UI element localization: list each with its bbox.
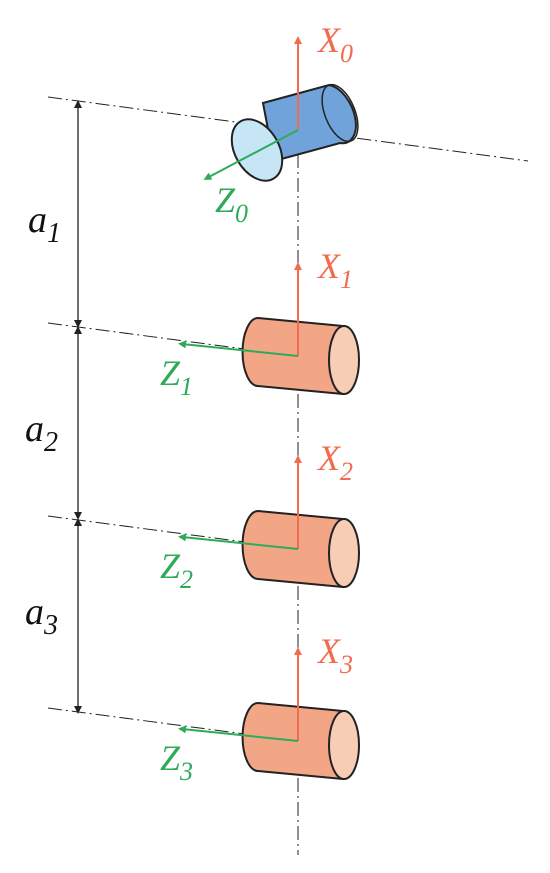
z0-label: Z0	[215, 180, 248, 228]
joint-2-cylinder	[241, 509, 360, 589]
joint-3-cylinder	[241, 701, 360, 781]
z3-axis-arrow	[178, 725, 299, 742]
z2-label: Z2	[160, 546, 193, 594]
dimension-label-a1: a1	[28, 199, 61, 249]
dimension-label-a2: a2	[25, 408, 58, 458]
z1-axis-arrow	[178, 340, 299, 357]
base-joint-cylinder	[230, 83, 359, 182]
x1-label: X1	[316, 246, 353, 294]
z1-label: Z1	[160, 353, 193, 401]
joint-1-cylinder	[241, 316, 360, 396]
x0-label: X0	[316, 20, 353, 68]
z2-axis-arrow	[178, 533, 299, 550]
x3-label: X3	[316, 631, 353, 679]
z0-axis-arrow	[203, 129, 299, 180]
dimension-label-a3: a3	[25, 591, 58, 641]
z3-label: Z3	[160, 738, 193, 786]
x2-label: X2	[316, 438, 353, 486]
